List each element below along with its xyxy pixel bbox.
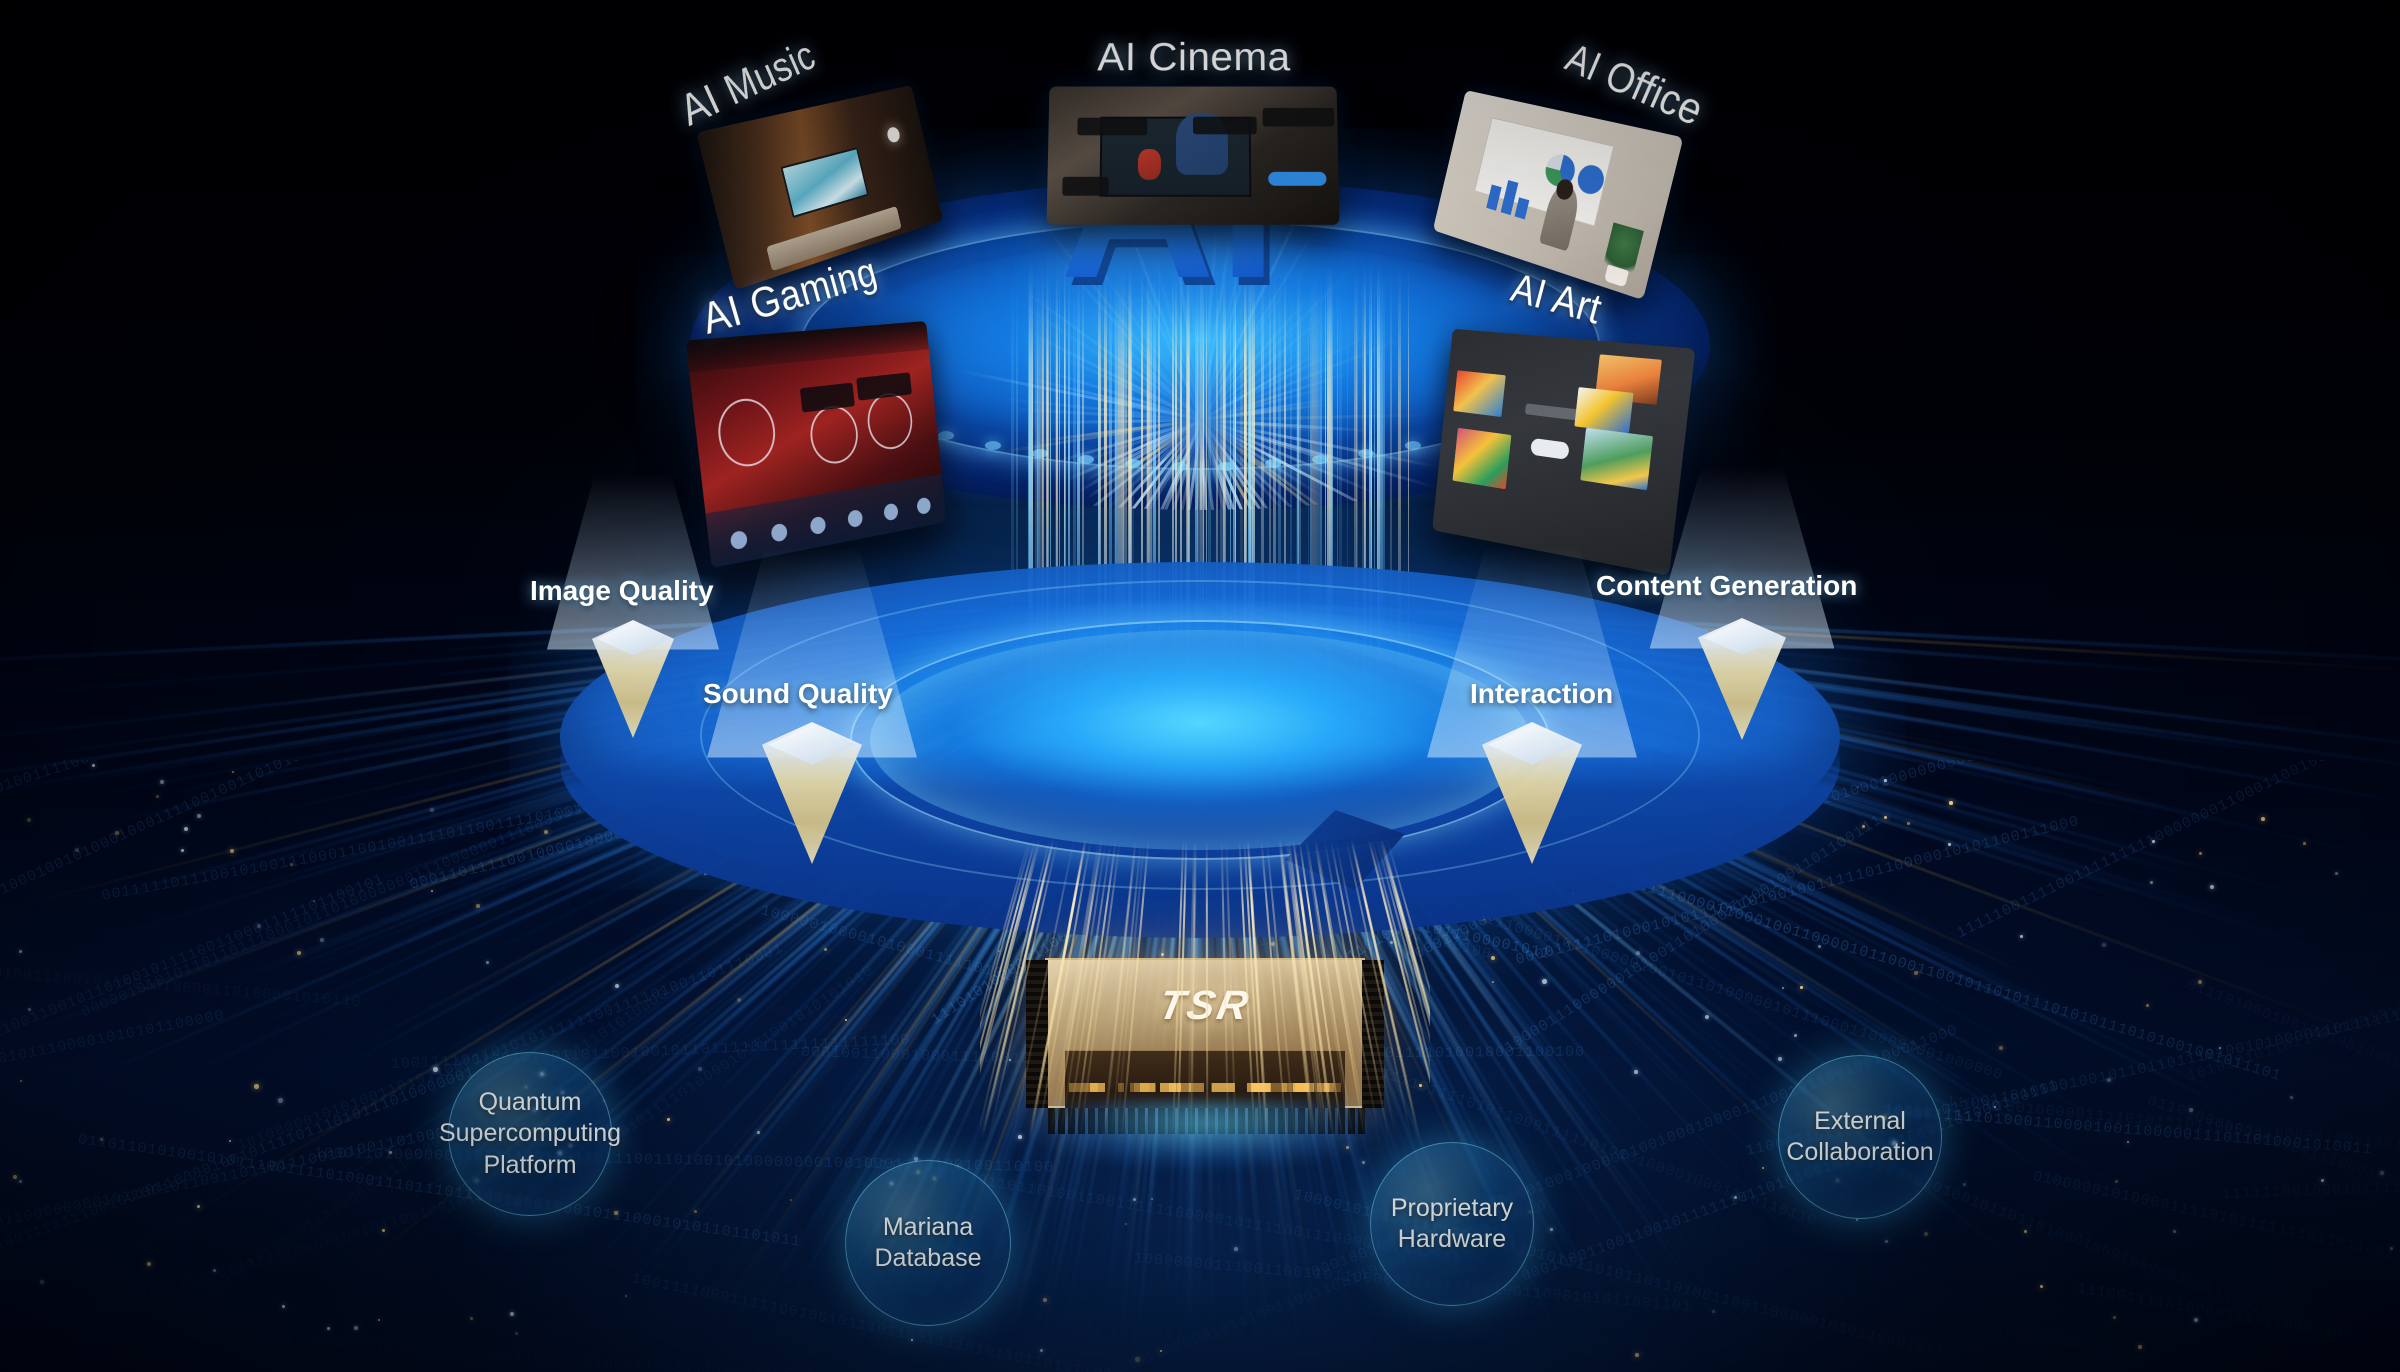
- tsr-chip[interactable]: TSR: [1020, 930, 1390, 1160]
- ai-cinema-artwork: [1047, 87, 1340, 225]
- sphere-label-quantum: Quantum Supercomputing Platform: [429, 1087, 631, 1182]
- prism-marker-interaction[interactable]: [1482, 722, 1582, 864]
- overlay-tag: [1193, 116, 1257, 134]
- ui-placeholder-bar: [1525, 403, 1579, 420]
- game-tooltip-box: [800, 382, 854, 412]
- tv-screen-graphic: [780, 147, 868, 218]
- capability-label-sound-quality: Sound Quality: [703, 678, 893, 710]
- art-search-pill: [1530, 438, 1570, 460]
- overlay-pill-button: [1269, 172, 1327, 186]
- player-figure-secondary-graphic: [1138, 149, 1161, 180]
- prism-marker-image-quality[interactable]: [592, 620, 674, 738]
- art-thumbnail: [1453, 370, 1506, 417]
- sphere-quantum-supercomputing-platform[interactable]: Quantum Supercomputing Platform: [448, 1052, 612, 1216]
- panel-screen-ai-cinema: [1047, 87, 1340, 225]
- lamp-graphic: [886, 126, 901, 144]
- overlay-tag: [1077, 118, 1147, 136]
- sphere-label-mariana: Mariana Database: [864, 1212, 991, 1275]
- sphere-label-external: External Collaboration: [1776, 1106, 1943, 1169]
- panel-label-ai-cinema: AI Cinema: [1097, 35, 1291, 80]
- prism-marker-content-generation[interactable]: [1698, 618, 1786, 740]
- capability-label-interaction: Interaction: [1470, 678, 1613, 710]
- prism-marker-sound-quality[interactable]: [762, 722, 862, 864]
- art-thumbnail: [1581, 428, 1653, 490]
- sphere-label-hardware: Proprietary Hardware: [1381, 1193, 1523, 1256]
- highlight-circle: [714, 396, 778, 470]
- art-thumbnail: [1452, 428, 1511, 489]
- panel-ai-cinema[interactable]: AI Cinema: [1047, 87, 1340, 225]
- game-tooltip-box: [856, 372, 912, 401]
- art-thumbnail: [1574, 387, 1634, 433]
- highlight-circle: [865, 391, 915, 453]
- capability-label-content-generation: Content Generation: [1596, 570, 1857, 602]
- sphere-proprietary-hardware[interactable]: Proprietary Hardware: [1370, 1142, 1534, 1306]
- overlay-tag: [1062, 177, 1109, 195]
- highlight-circle: [807, 404, 860, 468]
- sphere-external-collaboration[interactable]: External Collaboration: [1778, 1055, 1942, 1219]
- sphere-mariana-database[interactable]: Mariana Database: [845, 1160, 1011, 1326]
- capability-label-image-quality: Image Quality: [530, 575, 714, 607]
- chip-base-glow: [980, 1100, 1430, 1220]
- overlay-tag: [1262, 108, 1334, 126]
